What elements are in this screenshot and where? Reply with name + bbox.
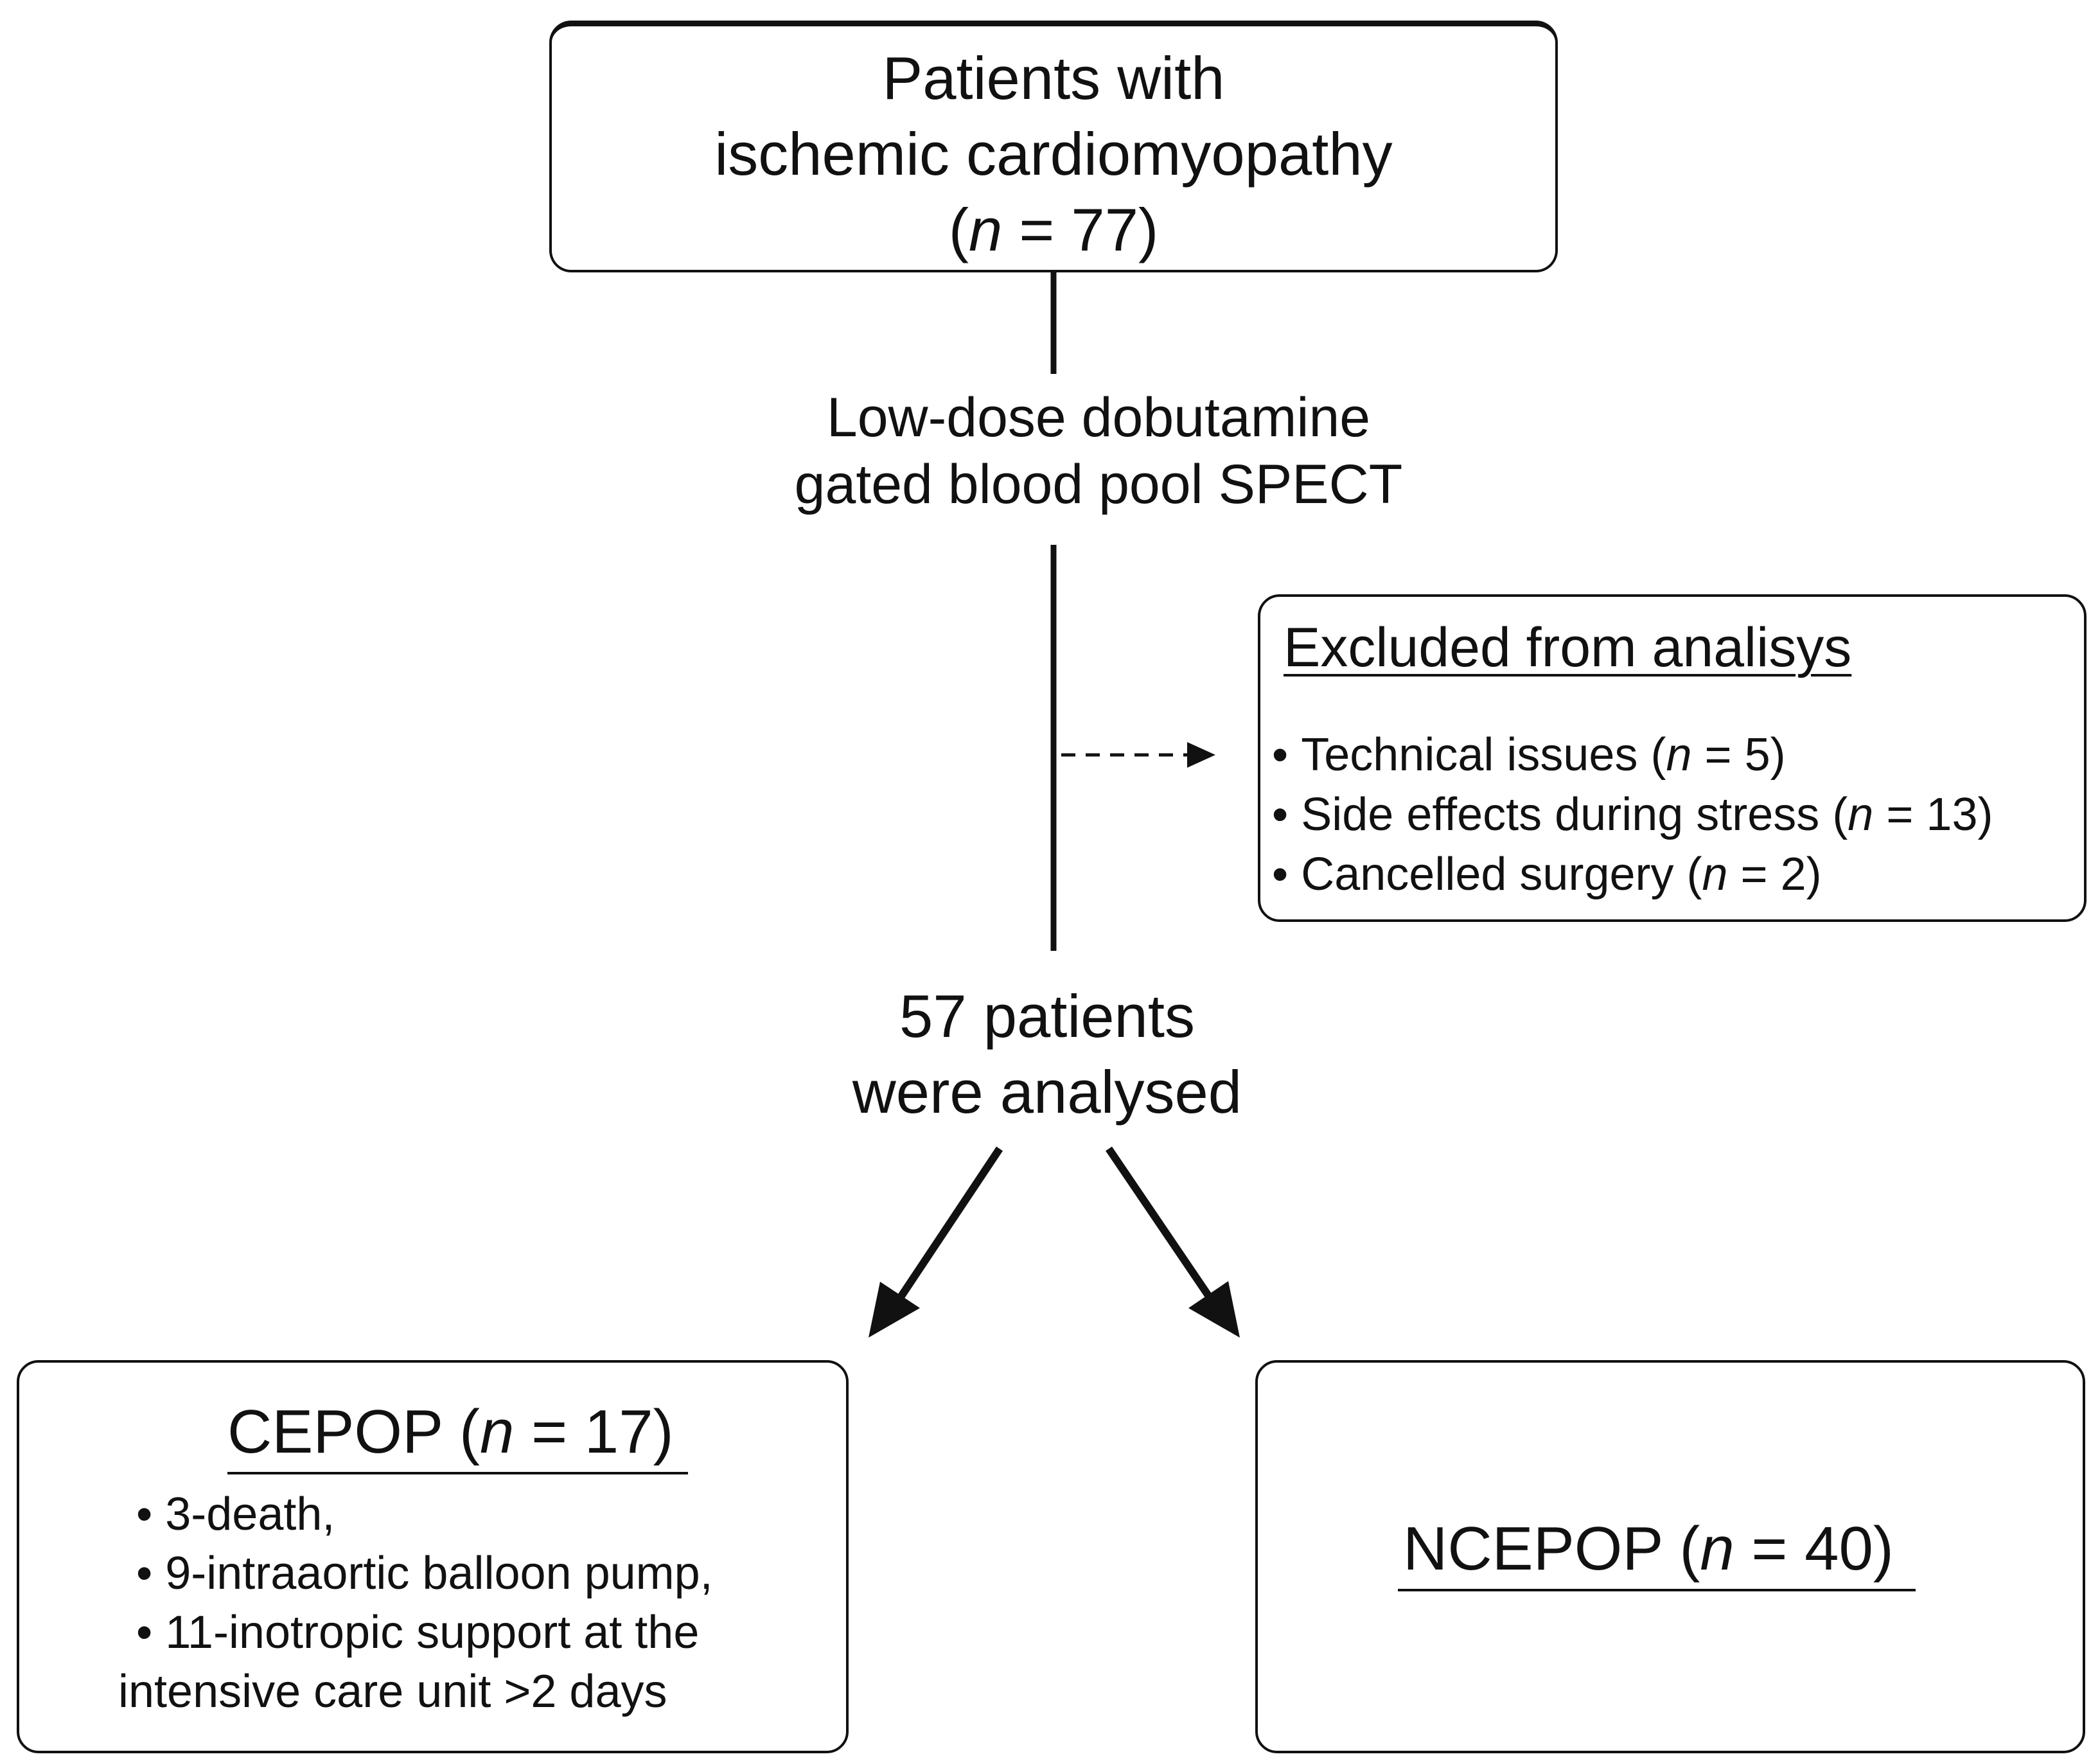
excluded-item-side-effects: Side effects during stress (n = 13) — [1272, 785, 1993, 845]
excluded-item-open: ( — [1832, 789, 1848, 840]
excluded-item-n: n — [1848, 789, 1874, 840]
cepop-item-inotropic: 11-inotropic support at the — [136, 1603, 713, 1662]
excluded-item-label: Technical issues — [1301, 729, 1651, 781]
dashed-arrowhead — [1187, 742, 1215, 768]
procedure-line2: gated blood pool SPECT — [794, 454, 1403, 515]
ncepop-heading: NCEPOP (n = 40) — [1398, 1510, 1916, 1591]
cepop-item-inotropic-cont: intensive care unit >2 days — [118, 1666, 667, 1717]
analysed-line2: were analysed — [852, 1058, 1242, 1126]
patients-count-n: n — [969, 196, 1003, 263]
excluded-item-open: ( — [1686, 849, 1702, 900]
arrow-to-ncepop-head — [1188, 1281, 1240, 1338]
patients-box: Patients with ischemic cardiomyopathy (n… — [549, 21, 1558, 272]
procedure-label: Low-dose dobutamine gated blood pool SPE… — [681, 384, 1516, 518]
patients-count-value: = 77) — [1002, 196, 1159, 263]
ncepop-heading-pre: NCEPOP ( — [1403, 1514, 1700, 1583]
excluded-item-n: n — [1702, 849, 1728, 900]
cepop-list: 3-death, 9-intraaortic balloon pump, 11-… — [118, 1485, 713, 1721]
excluded-item-technical: Technical issues (n = 5) — [1272, 725, 1993, 785]
arrow-to-ncepop-shaft — [1106, 1146, 1212, 1299]
ncepop-heading-post: = 40) — [1734, 1514, 1894, 1583]
patients-title-line1: Patients with — [882, 44, 1225, 112]
excluded-item-n: n — [1666, 729, 1692, 781]
excluded-item-count: = 2) — [1727, 849, 1822, 900]
ncepop-heading-n: n — [1700, 1514, 1734, 1583]
excluded-item-cancelled: Cancelled surgery (n = 2) — [1272, 845, 1993, 905]
excluded-item-count: = 5) — [1691, 729, 1786, 781]
cepop-heading-n: n — [480, 1397, 515, 1466]
cepop-item-balloon-pump: 9-intraaortic balloon pump, — [136, 1544, 712, 1603]
arrow-to-cepop-shaft — [896, 1146, 1003, 1302]
cepop-heading-pre: CEPOP ( — [227, 1397, 480, 1466]
patients-count: (n = 77) — [552, 192, 1555, 268]
excluded-item-open: ( — [1650, 729, 1666, 781]
excluded-heading: Excluded from analisys — [1284, 617, 1852, 678]
arrow-to-cepop-head — [869, 1282, 920, 1338]
excluded-item-label: Cancelled surgery — [1301, 849, 1687, 900]
analysed-line1: 57 patients — [899, 982, 1195, 1050]
cepop-box: CEPOP (n = 17) 3-death, 9-intraaortic ba… — [17, 1360, 849, 1753]
procedure-line1: Low-dose dobutamine — [826, 387, 1371, 448]
excluded-item-count: = 13) — [1873, 789, 1993, 840]
patients-title-line2: ischemic cardiomyopathy — [714, 120, 1393, 188]
cepop-item-death: 3-death, — [136, 1485, 713, 1544]
analysed-label: 57 patients were analysed — [726, 978, 1368, 1130]
excluded-list: Technical issues (n = 5) Side effects du… — [1272, 725, 1993, 905]
excluded-box: Excluded from analisys Technical issues … — [1258, 594, 2087, 922]
patients-count-open: ( — [948, 196, 969, 263]
ncepop-box: NCEPOP (n = 40) — [1255, 1360, 2085, 1753]
cepop-heading: CEPOP (n = 17) — [227, 1394, 688, 1474]
cepop-heading-post: = 17) — [514, 1397, 674, 1466]
excluded-item-label: Side effects during stress — [1301, 789, 1833, 840]
